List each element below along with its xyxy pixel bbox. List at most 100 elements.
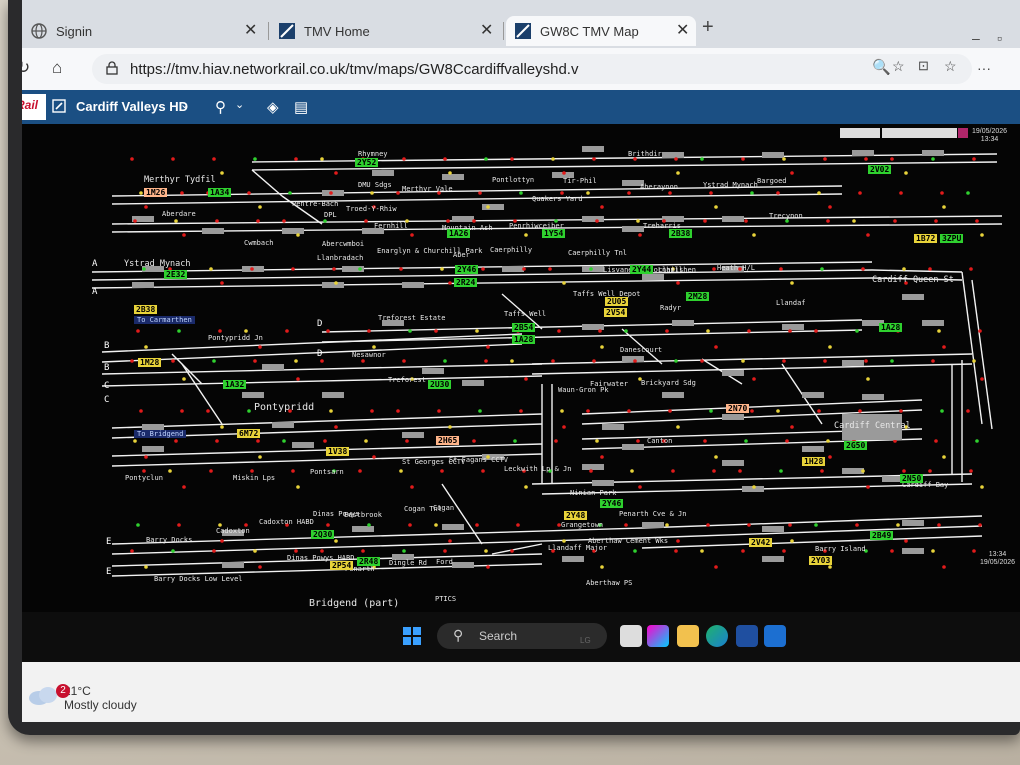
file-explorer-icon[interactable] xyxy=(677,625,699,647)
maximize-icon[interactable]: ▫ xyxy=(997,30,1002,46)
train-headcode[interactable]: 1A28 xyxy=(879,323,903,332)
tab-gw8c-tmv-map[interactable]: GW8C TMV Map ✕ xyxy=(506,16,696,46)
location-label: Ford xyxy=(436,558,453,566)
train-headcode[interactable]: 2Y48 xyxy=(564,511,588,520)
edit-icon[interactable] xyxy=(52,99,66,113)
favorites-icon[interactable]: ☆ xyxy=(944,58,957,74)
train-headcode[interactable]: 1M28 xyxy=(138,358,162,367)
train-headcode[interactable]: 2B49 xyxy=(870,531,894,540)
train-headcode[interactable]: 2Y03 xyxy=(809,556,833,565)
layers-icon[interactable]: ◈ xyxy=(267,99,279,116)
signal-aspect xyxy=(288,191,292,195)
train-headcode[interactable]: 2B54 xyxy=(512,323,536,332)
signal-aspect xyxy=(405,439,409,443)
signal-aspect xyxy=(714,205,718,209)
track-berth xyxy=(502,266,524,272)
train-headcode[interactable]: 2Y44 xyxy=(630,265,654,274)
windows-start-icon[interactable] xyxy=(402,626,422,646)
map-selector-title[interactable]: Cardiff Valleys HD xyxy=(76,99,188,114)
train-headcode[interactable]: 2Y46 xyxy=(600,499,624,508)
close-icon[interactable]: ✕ xyxy=(676,22,690,39)
cast-icon[interactable]: ⊡ xyxy=(918,58,929,73)
signal-aspect xyxy=(320,157,324,161)
search-button[interactable] xyxy=(958,128,968,138)
location-label: Nesawnor xyxy=(352,351,386,359)
document-icon[interactable]: ▤ xyxy=(294,99,309,116)
refresh-icon[interactable]: ↻ xyxy=(22,58,31,77)
train-headcode[interactable]: 2V42 xyxy=(749,538,773,547)
task-view-icon[interactable] xyxy=(620,625,642,647)
location-label: PTICS xyxy=(435,595,457,603)
train-headcode[interactable]: 1M26 xyxy=(144,188,168,197)
close-icon[interactable]: ✕ xyxy=(244,22,258,39)
train-headcode[interactable]: 2V54 xyxy=(604,308,628,317)
train-headcode[interactable]: 1A32 xyxy=(223,380,247,389)
signal-aspect xyxy=(855,523,859,527)
train-headcode[interactable]: 2V02 xyxy=(868,165,892,174)
track-berth xyxy=(362,228,384,234)
signal-aspect xyxy=(522,469,526,473)
store-icon[interactable] xyxy=(736,625,758,647)
new-tab-plus-icon[interactable]: + xyxy=(702,16,714,38)
map-link-button[interactable]: To Bridgend xyxy=(134,430,187,438)
train-headcode[interactable]: 1B72 xyxy=(914,234,938,243)
zoom-icon[interactable]: 🔍 xyxy=(872,59,891,76)
filter-field[interactable] xyxy=(882,128,957,138)
train-headcode[interactable]: 2B38 xyxy=(669,229,693,238)
star-icon[interactable]: ☆ xyxy=(892,58,905,74)
minimize-icon[interactable]: – xyxy=(972,30,980,46)
train-headcode[interactable]: 2N70 xyxy=(726,404,750,413)
home-icon[interactable]: ⌂ xyxy=(52,58,63,77)
chevron-down-icon[interactable]: ⌄ xyxy=(235,99,245,111)
train-headcode[interactable]: 3ZPU xyxy=(940,234,964,243)
train-headcode[interactable]: 2G50 xyxy=(844,441,868,450)
train-headcode[interactable]: 2Q30 xyxy=(311,530,335,539)
train-headcode[interactable]: 2U30 xyxy=(428,380,452,389)
edge-icon[interactable] xyxy=(706,625,728,647)
train-headcode[interactable]: 1H28 xyxy=(802,457,826,466)
notification-badge: 2 xyxy=(56,684,70,698)
location-label: Ystrad Mynach xyxy=(703,181,758,189)
signal-aspect xyxy=(738,267,742,271)
close-icon[interactable]: ✕ xyxy=(480,22,494,39)
copilot-icon[interactable] xyxy=(647,625,669,647)
chevron-down-icon[interactable]: ⌄ xyxy=(180,99,190,111)
more-icon[interactable]: ··· xyxy=(977,60,991,76)
train-headcode[interactable]: 1A26 xyxy=(447,229,471,238)
train-headcode[interactable]: 2U05 xyxy=(605,297,629,306)
train-headcode[interactable]: 2B38 xyxy=(134,305,158,314)
train-headcode[interactable]: 2R48 xyxy=(357,557,381,566)
train-headcode[interactable]: 1V38 xyxy=(326,447,350,456)
weather-widget[interactable]: 21°C Mostly cloudy xyxy=(64,684,137,712)
lock-icon xyxy=(106,61,118,75)
train-headcode[interactable]: 2R24 xyxy=(454,278,478,287)
track-berth xyxy=(922,320,944,326)
tab-tmv-home[interactable]: TMV Home ✕ xyxy=(270,16,504,46)
train-headcode[interactable]: 1A28 xyxy=(512,335,536,344)
train-headcode[interactable]: 1Y54 xyxy=(542,229,566,238)
signal-aspect xyxy=(978,329,982,333)
tab-signin[interactable]: Signin ✕ xyxy=(22,16,269,46)
train-headcode[interactable]: 6M72 xyxy=(237,429,261,438)
train-search-field[interactable] xyxy=(840,128,880,138)
track-segment xyxy=(641,535,983,549)
zoom-tool-icon[interactable]: ⚲ xyxy=(215,99,226,116)
train-headcode[interactable]: 2Y46 xyxy=(455,265,479,274)
signal-aspect xyxy=(402,157,406,161)
train-headcode[interactable]: 1A34 xyxy=(208,188,232,197)
train-headcode[interactable]: 2M28 xyxy=(686,292,710,301)
taskbar-search[interactable]: ⚲ Search xyxy=(437,623,607,649)
map-link-button[interactable]: To Carmarthen xyxy=(134,316,195,324)
signal-aspect xyxy=(714,565,718,569)
track-segment xyxy=(501,293,543,330)
train-headcode[interactable]: 2H65 xyxy=(436,436,460,445)
train-headcode[interactable]: 2E32 xyxy=(164,270,188,279)
url-field[interactable]: https://tmv.hiav.networkrail.co.uk/tmv/m… xyxy=(92,54,972,84)
train-headcode[interactable]: 2Y52 xyxy=(355,158,379,167)
train-headcode[interactable]: 2N50 xyxy=(900,474,924,483)
train-headcode[interactable]: 2P54 xyxy=(330,561,354,570)
signal-aspect xyxy=(562,425,566,429)
signal-aspect xyxy=(820,267,824,271)
outlook-icon[interactable] xyxy=(764,625,786,647)
